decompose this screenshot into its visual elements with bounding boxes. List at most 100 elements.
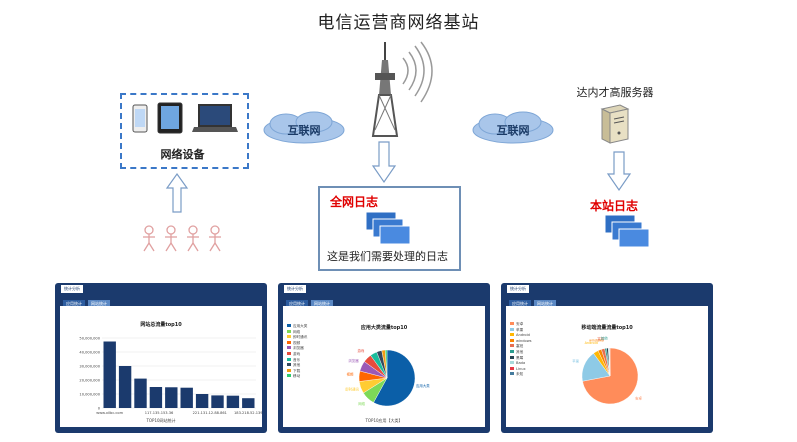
x-axis-label: TOP10应用【大类】 bbox=[365, 418, 403, 423]
pie-slice bbox=[582, 347, 639, 405]
slice-label: 塞班 bbox=[597, 336, 604, 341]
chart-title: 应用大类流量top10 bbox=[360, 325, 408, 331]
devices-icons bbox=[132, 102, 238, 134]
legend-item[interactable]: 应用大类 bbox=[287, 324, 307, 330]
tab-site-stats[interactable]: 网站统计 bbox=[88, 300, 110, 308]
cloud-right-icon bbox=[472, 111, 554, 144]
x-tick-label: 117.135.153.36 bbox=[145, 411, 174, 415]
panel-header: 统计分析 bbox=[284, 285, 306, 293]
slice-label: 安卓 bbox=[635, 396, 642, 401]
legend-swatch bbox=[287, 340, 291, 344]
bar bbox=[180, 387, 193, 408]
bar bbox=[134, 378, 147, 408]
legend-label: 其他 bbox=[293, 363, 301, 368]
bar bbox=[211, 395, 224, 408]
all-logs-label: 全网日志 bbox=[330, 195, 379, 209]
bar bbox=[242, 398, 255, 408]
chart-title: 网站总流量top10 bbox=[140, 322, 182, 328]
legend-swatch bbox=[287, 335, 291, 339]
slice-label: 视频 bbox=[347, 372, 354, 377]
y-tick-label: 10,000,000 bbox=[79, 393, 100, 397]
chart-title: 移动端流量流量top10 bbox=[581, 325, 633, 331]
legend-item[interactable]: 安卓 bbox=[510, 322, 532, 328]
log-files-icon bbox=[365, 211, 411, 245]
legend-label: 其他 bbox=[516, 349, 524, 354]
slice-label: 即时通讯 bbox=[345, 387, 359, 392]
arrow-down-icon bbox=[371, 141, 397, 184]
legend-label: 未知 bbox=[516, 372, 524, 377]
legend-label: 即时通讯 bbox=[293, 335, 308, 340]
legend-label: 网络 bbox=[293, 329, 301, 334]
legend-item[interactable]: 其他 bbox=[287, 363, 307, 369]
legend-label: 塞班 bbox=[516, 344, 524, 349]
panel-header: 统计分析 bbox=[61, 285, 83, 293]
legend-item[interactable]: 移动 bbox=[287, 374, 307, 380]
tab-app-stats[interactable]: 应用统计 bbox=[509, 300, 531, 308]
bar bbox=[103, 341, 116, 408]
legend-item[interactable]: 黑莓 bbox=[510, 355, 532, 362]
legend-swatch bbox=[510, 322, 514, 325]
legend-item[interactable]: 未知 bbox=[510, 372, 532, 378]
tab-app-stats[interactable]: 应用统计 bbox=[63, 300, 85, 308]
legend-swatch bbox=[510, 366, 514, 370]
legend-item[interactable]: Linux bbox=[510, 366, 532, 373]
y-tick-label: 0 bbox=[98, 407, 101, 411]
legend-swatch bbox=[287, 357, 291, 361]
legend-label: Android bbox=[516, 333, 530, 338]
y-tick-label: 40,000,000 bbox=[79, 351, 100, 355]
dashboard-panel-apps: 统计分析 应用统计 网站统计 应用大类流量top10 应用大类网络即时通讯视频浏… bbox=[278, 283, 490, 433]
tab-site-stats[interactable]: 网站统计 bbox=[534, 300, 556, 308]
legend-item[interactable]: windows bbox=[510, 338, 532, 345]
tab-site-stats[interactable]: 网站统计 bbox=[311, 300, 333, 308]
legend-item[interactable]: 游戏 bbox=[287, 351, 307, 358]
arrow-down-right-icon bbox=[606, 151, 632, 192]
tab-app-stats[interactable]: 应用统计 bbox=[286, 300, 308, 308]
legend-swatch bbox=[510, 338, 514, 342]
legend-swatch bbox=[287, 329, 291, 333]
legend-item[interactable]: 音乐 bbox=[287, 357, 307, 364]
legend-item[interactable]: 浏览器 bbox=[287, 346, 307, 352]
legend-swatch bbox=[510, 372, 514, 376]
bar bbox=[118, 366, 132, 408]
site-logs-label: 本站日志 bbox=[590, 199, 639, 213]
pie-slice bbox=[373, 349, 416, 407]
slice-label: windows bbox=[589, 339, 604, 343]
cloud-left-label: 互联网 bbox=[287, 124, 321, 137]
legend-label: 音乐 bbox=[293, 357, 301, 362]
legend-swatch bbox=[510, 349, 514, 353]
legend-swatch bbox=[287, 324, 291, 327]
legend-item[interactable]: 下载 bbox=[287, 368, 307, 375]
legend-label: 移动 bbox=[293, 374, 301, 379]
legend-item[interactable]: 其他 bbox=[510, 349, 532, 356]
x-axis-label: TOP10网站统计 bbox=[146, 418, 176, 423]
y-tick-label: 50,000,000 bbox=[79, 337, 100, 341]
legend-item[interactable]: Android bbox=[510, 333, 532, 339]
legend-label: 游戏 bbox=[293, 351, 301, 356]
legend-swatch bbox=[287, 374, 291, 378]
legend-item[interactable]: 塞班 bbox=[510, 344, 532, 350]
bar bbox=[149, 387, 163, 408]
slice-label: 应用大类 bbox=[416, 383, 430, 388]
legend-item[interactable]: 网络 bbox=[287, 329, 307, 336]
legend-label: 黑莓 bbox=[516, 355, 524, 360]
panel-body: 应用大类流量top10 应用大类网络即时通讯视频浏览器游戏音乐其他下载移动 应用… bbox=[283, 306, 485, 427]
legend-item[interactable]: 苹果 bbox=[510, 327, 532, 334]
legend-swatch bbox=[510, 333, 514, 337]
slice-label: 网络 bbox=[358, 401, 365, 406]
legend-label: Bada bbox=[516, 361, 526, 366]
legend-label: 视频 bbox=[293, 340, 301, 345]
legend-label: windows bbox=[516, 338, 532, 343]
server-label: 达内才高服务器 bbox=[576, 86, 654, 99]
network-devices-box bbox=[120, 93, 249, 169]
slice-label: Android bbox=[585, 341, 598, 345]
legend-item[interactable]: Bada bbox=[510, 361, 532, 367]
legend-swatch bbox=[287, 346, 291, 350]
legend-item[interactable]: 即时通讯 bbox=[287, 335, 307, 341]
legend-item[interactable]: 视频 bbox=[287, 340, 307, 347]
x-tick-label: 183.218.52.139 bbox=[234, 411, 262, 415]
legend-swatch bbox=[510, 344, 514, 348]
legend-label: 浏览器 bbox=[293, 346, 304, 351]
slice-label: 其他 bbox=[601, 335, 608, 340]
